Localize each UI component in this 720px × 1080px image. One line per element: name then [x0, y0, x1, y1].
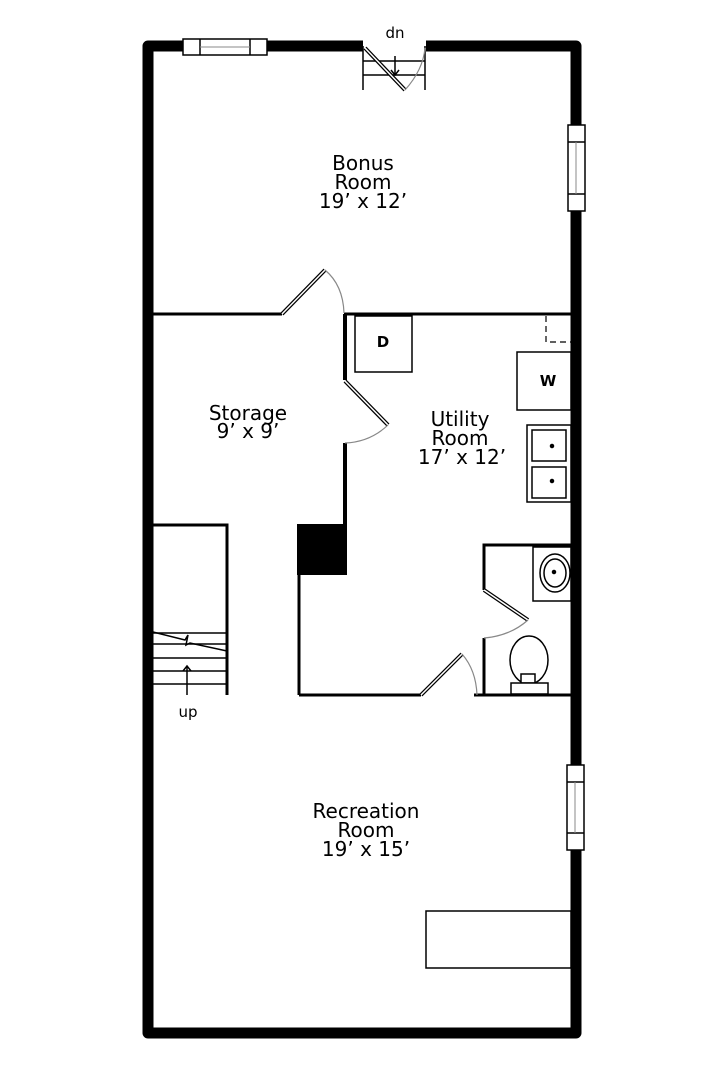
svg-text:19’ x 12’: 19’ x 12’: [319, 189, 407, 213]
svg-text:Bonus: Bonus: [332, 151, 394, 175]
room-label-utility: Utility Room 17’ x 12’: [418, 407, 506, 469]
svg-text:Room: Room: [335, 170, 392, 194]
room-label-bonus: Bonus Room 19’ x 12’: [319, 151, 407, 213]
dryer: [354, 315, 413, 373]
washer-label: W: [540, 372, 557, 390]
door-utility-recreation: [419, 652, 478, 697]
window-right-upper: [567, 124, 586, 212]
window-top: [182, 38, 268, 56]
svg-text:Room: Room: [432, 426, 489, 450]
svg-text:Storage: Storage: [209, 401, 287, 425]
toilet: [509, 635, 549, 695]
laundry-sink: [526, 424, 572, 503]
dryer-label: D: [377, 333, 389, 351]
svg-text:19’ x 15’: 19’ x 15’: [322, 837, 410, 861]
svg-text:Room: Room: [338, 818, 395, 842]
stairs-down: [362, 46, 426, 92]
svg-text:Recreation: Recreation: [313, 799, 420, 823]
built-in-cabinet: [425, 910, 572, 969]
door-bathroom: [482, 588, 530, 639]
svg-text:9’ x 9’: 9’ x 9’: [217, 419, 280, 443]
stairs-up-label: up: [178, 703, 197, 721]
svg-text:Utility: Utility: [431, 407, 490, 431]
room-label-storage: Storage 9’ x 9’: [209, 401, 287, 443]
washer: [516, 316, 572, 411]
stairs-down-label: dn: [385, 24, 404, 42]
stairs-up: [152, 631, 228, 695]
svg-text:17’ x 12’: 17’ x 12’: [418, 445, 506, 469]
chimney-block: [297, 524, 347, 575]
door-utility-storage: [343, 379, 390, 444]
room-label-recreation: Recreation Room 19’ x 15’: [313, 799, 420, 861]
window-right-lower: [566, 764, 585, 851]
door-bonus-storage: [280, 268, 345, 316]
bathroom-sink: [532, 546, 572, 602]
